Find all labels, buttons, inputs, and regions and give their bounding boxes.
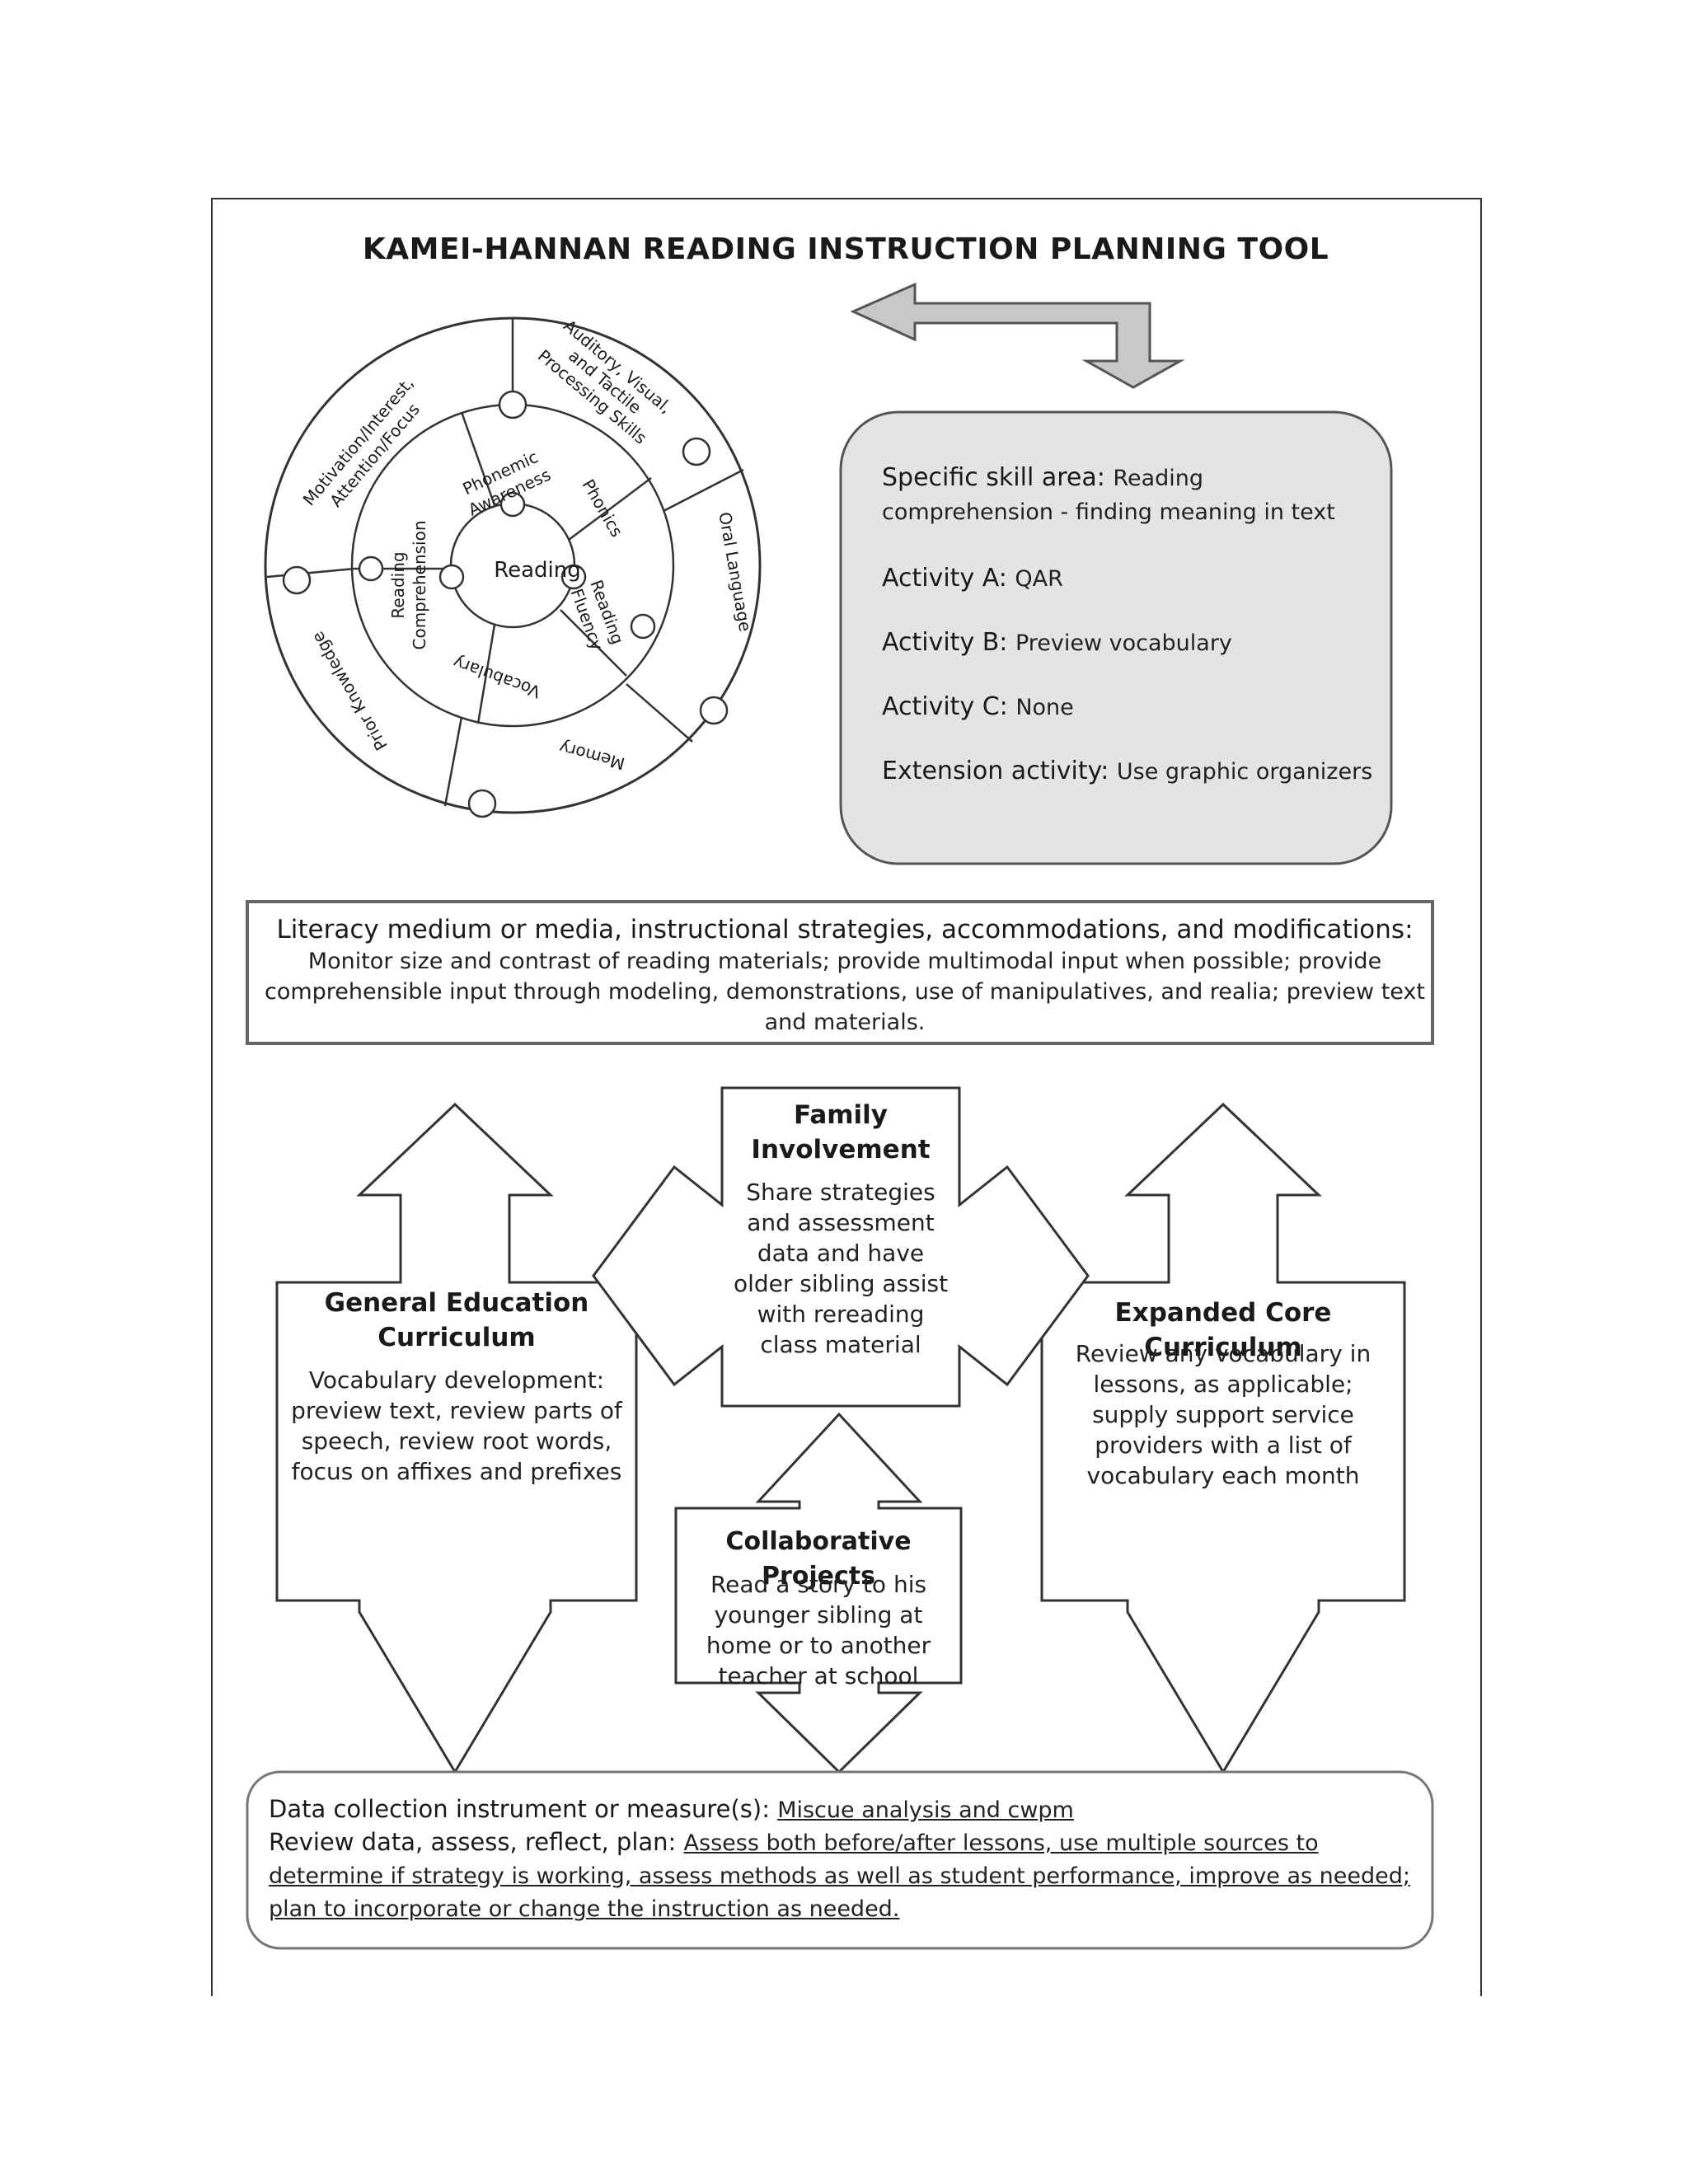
data-measure-value: Miscue analysis and cwpm bbox=[777, 1797, 1074, 1823]
literacy-body: Monitor size and contrast of reading mat… bbox=[264, 949, 1425, 1035]
activity-c-label: Activity C: bbox=[882, 692, 1008, 721]
data-review-value: Assess both before/after lessons, use mu… bbox=[269, 1830, 1411, 1922]
data-review-label: Review data, assess, reflect, plan: bbox=[269, 1828, 677, 1856]
skill-area-row: Specific skill area: Reading comprehensi… bbox=[882, 462, 1376, 529]
expanded-body: Review any vocabulary in lessons, as app… bbox=[1075, 1340, 1372, 1489]
family-heading: Family Involvement bbox=[751, 1100, 931, 1165]
family-involvement-arrow bbox=[592, 1086, 1090, 1408]
skill-box bbox=[839, 410, 1393, 865]
data-measure-label: Data collection instrument or measure(s)… bbox=[269, 1795, 770, 1823]
collab-heading: Collaborative Projects bbox=[725, 1527, 912, 1591]
data-measure-row: Data collection instrument or measure(s)… bbox=[269, 1793, 1414, 1826]
skill-area-label: Specific skill area: bbox=[882, 463, 1105, 492]
data-collection-box bbox=[246, 1770, 1434, 1950]
skill-area-value: Reading comprehension - finding meaning … bbox=[882, 466, 1335, 525]
extension-value: Use graphic organizers bbox=[1116, 759, 1373, 785]
page-title: KAMEI-HANNAN READING INSTRUCTION PLANNIN… bbox=[362, 232, 1329, 266]
activity-a-row: Activity A: QAR bbox=[882, 562, 1376, 596]
expanded-heading: Expanded Core Curriculum bbox=[1114, 1298, 1332, 1362]
literacy-heading: Literacy medium or media, instructional … bbox=[276, 915, 1414, 944]
activity-b-label: Activity B: bbox=[882, 628, 1008, 657]
activity-c-value: None bbox=[1015, 695, 1074, 720]
page-frame bbox=[211, 198, 1482, 1996]
reading-puzzle-wheel: Reading PhonemicAwareness Phonics Readin… bbox=[264, 316, 762, 818]
activity-c-row: Activity C: None bbox=[882, 691, 1376, 724]
extension-label: Extension activity: bbox=[882, 757, 1109, 785]
activity-a-value: QAR bbox=[1015, 566, 1063, 592]
family-body: Share strategies and assessment data and… bbox=[733, 1179, 949, 1358]
activity-b-row: Activity B: Preview vocabulary bbox=[882, 626, 1376, 660]
activity-a-label: Activity A: bbox=[882, 564, 1007, 593]
extension-row: Extension activity: Use graphic organize… bbox=[882, 755, 1376, 789]
general-body: Vocabulary development: preview text, re… bbox=[291, 1366, 622, 1485]
wheel-center-label: Reading bbox=[494, 558, 581, 583]
general-heading: General Education Curriculum bbox=[324, 1288, 589, 1352]
collab-body: Read a story to his younger sibling at h… bbox=[706, 1571, 931, 1690]
activity-b-value: Preview vocabulary bbox=[1015, 630, 1232, 656]
literacy-box bbox=[246, 900, 1434, 1045]
data-review-row: Review data, assess, reflect, plan: Asse… bbox=[269, 1826, 1414, 1925]
gray-bent-arrow bbox=[850, 282, 1185, 389]
